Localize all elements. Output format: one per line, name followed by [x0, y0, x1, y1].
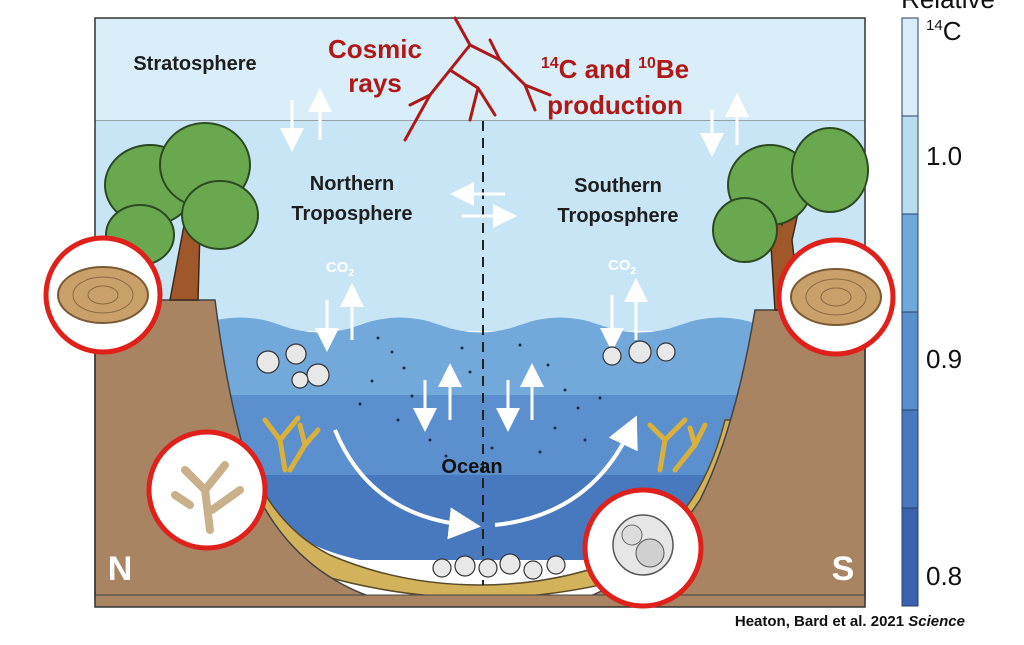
colorbar-segment [901, 409, 919, 509]
coral-archive [146, 429, 268, 551]
northern-troposphere-label-line2: Troposphere [291, 203, 412, 225]
colorbar-segment [901, 311, 919, 411]
land-bottom [94, 594, 866, 608]
colorbar-title: Relative [901, 0, 995, 14]
co2-label-right: CO2 [608, 257, 637, 277]
colorbar [901, 17, 919, 607]
south-label: S [832, 550, 855, 588]
southern-troposphere-label-line1: Southern [574, 175, 662, 197]
foraminifera-shells [256, 340, 676, 580]
colorbar-tick-0-8: 0.8 [926, 561, 962, 591]
colorbar-segment [901, 17, 919, 117]
ocean-label: Ocean [441, 456, 502, 478]
tree-right [712, 127, 869, 311]
exchange-arrows [280, 88, 749, 432]
coral-left [262, 415, 321, 473]
co2-label-left: CO2 [326, 259, 355, 279]
colorbar-tick-1-0: 1.0 [926, 141, 962, 171]
credit-line: Heaton, Bard et al. 2021 Science [735, 613, 965, 630]
north-label: N [108, 550, 133, 588]
foraminifera-archive [582, 487, 704, 609]
cosmic-rays-label-line1: Cosmic [328, 34, 422, 64]
coral-right [647, 417, 708, 473]
colorbar-segment [901, 213, 919, 313]
tree-ring-archive-left [43, 235, 163, 355]
colorbar-unit: 14C [926, 16, 961, 46]
cosmic-rays-label-line2: rays [348, 68, 402, 98]
cosmic-ray-lightning [403, 16, 552, 142]
production-label-line2: production [547, 90, 683, 120]
deep-circulation-arrow-right [494, 415, 638, 527]
tree-left [104, 122, 259, 301]
northern-troposphere-label-line1: Northern [310, 173, 394, 195]
colorbar-segment [901, 115, 919, 215]
tree-ring-archive-right [776, 237, 896, 357]
colorbar-segment [901, 507, 919, 607]
deep-circulation-arrow-left [333, 429, 481, 540]
production-label-line1: 14C and 10Be [541, 54, 689, 84]
ocean-mid-layer [220, 395, 740, 475]
colorbar-tick-0-9: 0.9 [926, 344, 962, 374]
marine-particles [358, 336, 602, 458]
southern-troposphere-label-line2: Troposphere [557, 205, 678, 227]
stratosphere-label: Stratosphere [133, 53, 256, 75]
